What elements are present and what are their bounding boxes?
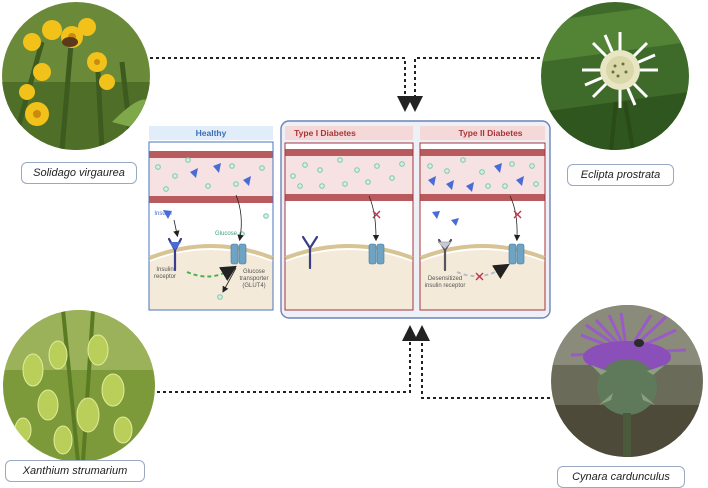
- healthy-cell: [149, 250, 273, 310]
- plant-label-eclipta: Eclipta prostrata: [567, 164, 674, 186]
- receptor-label: Insulin receptor: [153, 267, 176, 280]
- insulin-molecule: [243, 176, 251, 186]
- glucose-molecule: [163, 186, 169, 192]
- xanthium-photo: [3, 310, 155, 462]
- glucose-molecule: [263, 213, 269, 219]
- healthy-vessel-wall-bottom: [149, 196, 273, 203]
- glucose-molecule: [229, 163, 235, 169]
- healthy-membrane: [148, 244, 274, 260]
- plant-label-solidago: Solidago virgaurea: [21, 162, 137, 184]
- type2-transporter: [508, 243, 525, 265]
- plant-label-xanthium: Xanthium strumarium: [5, 460, 145, 482]
- type1-title: Type I Diabetes: [294, 128, 356, 138]
- glucose-molecule: [217, 294, 223, 300]
- type1-transporter: [368, 243, 385, 265]
- arrow-xanthium: [157, 325, 418, 393]
- glucose-label: Glucose: [214, 231, 237, 237]
- type2-title: Type II Diabetes: [458, 128, 523, 138]
- glut4-label: Glucose transporter (GLUT4): [239, 269, 269, 289]
- type2-title-bg: [420, 126, 545, 140]
- glucose-molecule: [172, 173, 178, 179]
- glucose-molecule: [185, 157, 191, 163]
- insulin-molecule: [213, 163, 221, 173]
- eclipta-photo: [541, 2, 689, 150]
- healthy-title: Healthy: [149, 126, 273, 140]
- glut4-transporter: [230, 243, 247, 265]
- glucose-molecule: [259, 165, 265, 171]
- type1-receptor: [301, 235, 319, 270]
- glucose-molecule: [155, 164, 161, 170]
- signal-arrow: [186, 265, 237, 281]
- insulin-molecule: [190, 168, 198, 178]
- glucose-molecule: [205, 183, 211, 189]
- desensitized-label: Desensitized insulin receptor: [424, 276, 466, 289]
- insulin-molecule: [163, 210, 172, 219]
- cynara-photo: [551, 305, 703, 457]
- insulin-label: Insulin: [154, 211, 172, 217]
- glucose-molecule: [233, 181, 239, 187]
- healthy-vessel-wall-top: [149, 151, 273, 158]
- block-x: [372, 210, 381, 219]
- arrow-cynara: [414, 325, 550, 399]
- bound-insulin: [169, 242, 181, 250]
- solidago-photo: [2, 2, 150, 150]
- type1-title-bg: [285, 126, 413, 140]
- healthy-vessel-lumen: [149, 158, 273, 196]
- arrow-solidago: [150, 57, 413, 112]
